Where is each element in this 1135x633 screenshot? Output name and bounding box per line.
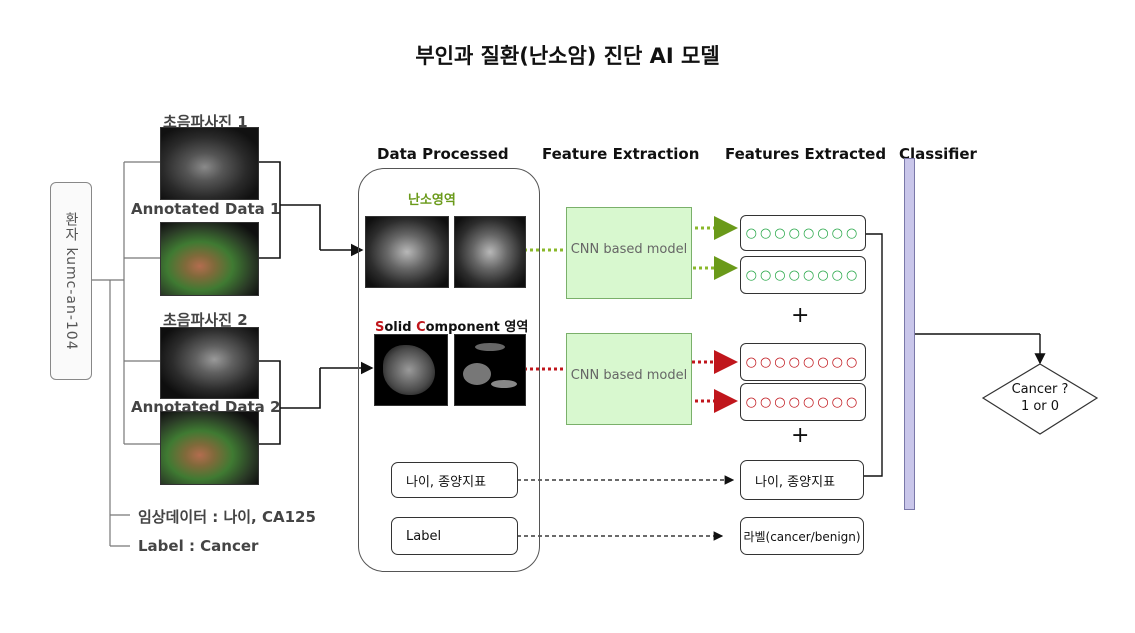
patient-label: 환자 kumc-an-104 — [63, 211, 79, 351]
header-features-extracted: Features Extracted — [725, 145, 887, 163]
solid-component-label: Solid Component 영역 — [375, 316, 528, 335]
cnn-model-1-label: CNN based model — [570, 242, 688, 257]
solid-roi-image-1 — [374, 334, 448, 406]
output-text: Cancer ? 1 or 0 — [985, 381, 1095, 415]
header-feature-extraction: Feature Extraction — [542, 145, 700, 163]
feature-vector-red-2: ○○○○○○○○ — [740, 383, 866, 421]
diagram-title: 부인과 질환(난소암) 진단 AI 모델 — [415, 44, 720, 68]
feature-vector-red-1: ○○○○○○○○ — [740, 343, 866, 381]
patient-tree — [90, 161, 160, 547]
feature-vector-green-2: ○○○○○○○○ — [740, 256, 866, 294]
plus-sign-2: + — [791, 423, 810, 448]
classifier-bar — [904, 158, 915, 510]
solid-component-rest: omponent 영역 — [425, 320, 529, 335]
cnn-model-box-2: CNN based model — [566, 333, 692, 425]
clinical-label-text: Label : Cancer — [138, 537, 259, 555]
ultrasound-1-label: 초음파사진 1 — [163, 113, 248, 131]
age-marker-input-box: 나이, 종양지표 — [391, 462, 518, 498]
solid-roi-image-2 — [454, 334, 526, 406]
dashed-paths — [517, 475, 735, 541]
header-data-processed: Data Processed — [377, 145, 509, 163]
output-diamond — [981, 363, 1099, 435]
ovary-region-label: 난소영역 — [408, 193, 456, 208]
solid-s: S — [375, 320, 385, 335]
ultrasound-2-label: 초음파사진 2 — [163, 311, 248, 329]
age-marker-feature-box: 나이, 종양지표 — [740, 460, 864, 500]
pair-connectors — [257, 161, 374, 445]
label-input-box: Label — [391, 517, 518, 555]
annotated-2-image — [160, 411, 259, 485]
feature-dots-red-1: ○○○○○○○○ — [745, 354, 861, 370]
clinical-data-label: 임상데이터 : 나이, CA125 — [138, 508, 316, 526]
annotated-1-label: Annotated Data 1 — [131, 200, 281, 218]
annotated-1-image — [160, 222, 259, 296]
feature-vector-green-1: ○○○○○○○○ — [740, 215, 866, 251]
feature-dots-green-1: ○○○○○○○○ — [745, 225, 861, 241]
cnn-model-2-label: CNN based model — [570, 368, 688, 383]
patient-box: 환자 kumc-an-104 — [50, 182, 92, 380]
header-classifier: Classifier — [899, 145, 977, 163]
solid-c: C — [416, 320, 426, 335]
ultrasound-1-image — [160, 127, 259, 200]
ovary-roi-image-2 — [454, 216, 526, 288]
ovary-roi-image-1 — [365, 216, 449, 288]
feature-dots-red-2: ○○○○○○○○ — [745, 394, 861, 410]
classifier-connectors — [864, 233, 1046, 477]
solid-rest: olid — [384, 320, 417, 335]
data-processed-box — [358, 168, 540, 572]
label-output-box: 라벨(cancer/benign) — [740, 517, 864, 555]
cnn-model-box-1: CNN based model — [566, 207, 692, 299]
output-line-2: 1 or 0 — [1020, 399, 1060, 414]
plus-sign-1: + — [791, 303, 810, 328]
feature-dots-green-2: ○○○○○○○○ — [745, 267, 861, 283]
ultrasound-2-image — [160, 327, 259, 399]
output-line-1: Cancer ? — [1011, 382, 1069, 397]
